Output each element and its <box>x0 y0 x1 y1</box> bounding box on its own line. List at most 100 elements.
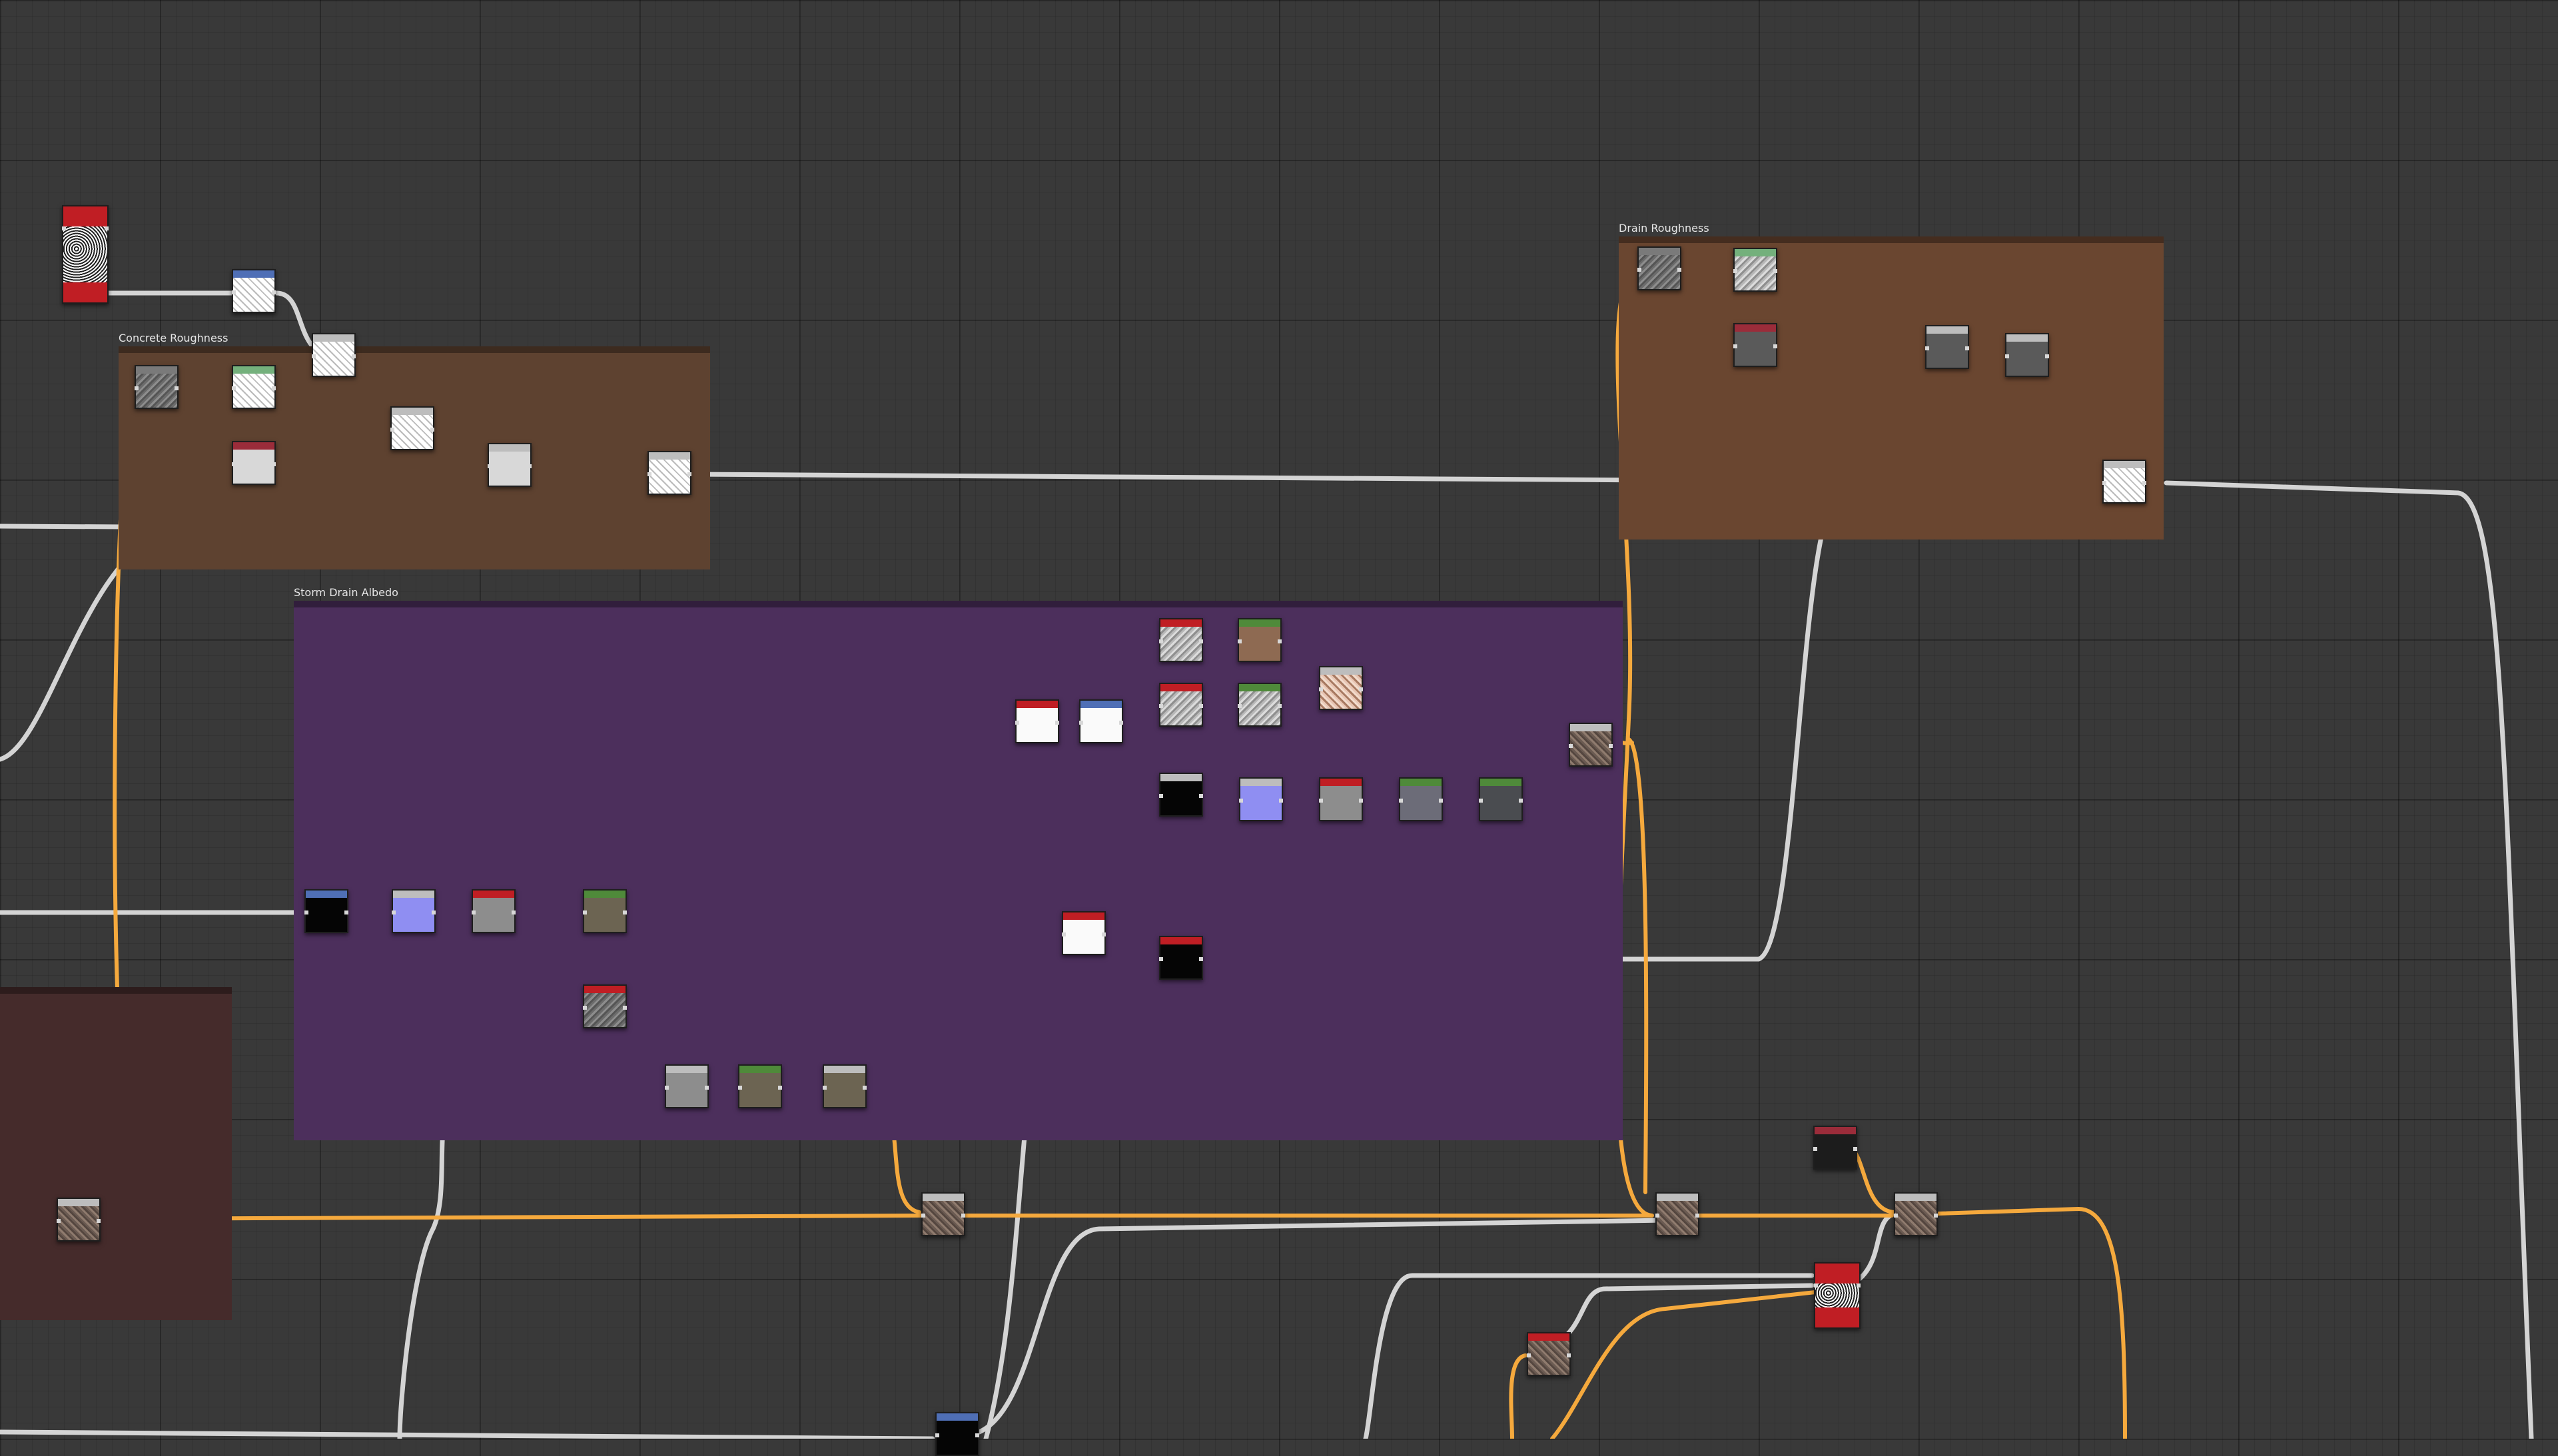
input-port[interactable] <box>62 226 66 230</box>
output-port[interactable] <box>1695 1214 1699 1218</box>
frame-concrete-roughness[interactable]: Concrete Roughness <box>119 332 710 569</box>
input-port[interactable] <box>1733 344 1737 348</box>
blend-node[interactable] <box>1655 1192 1699 1236</box>
output-port[interactable] <box>687 472 691 476</box>
output-port[interactable] <box>1677 268 1681 272</box>
blend-node[interactable] <box>57 1198 101 1242</box>
wire[interactable] <box>1853 1211 1898 1285</box>
input-port[interactable] <box>1637 268 1641 272</box>
input-port[interactable] <box>312 354 316 358</box>
input-port[interactable] <box>921 1214 925 1218</box>
blend-node[interactable] <box>2102 460 2146 504</box>
input-port[interactable] <box>1569 744 1573 748</box>
output-port[interactable] <box>175 386 179 390</box>
uniform-node[interactable] <box>1733 323 1777 367</box>
input-port[interactable] <box>665 1086 669 1090</box>
blend-node[interactable] <box>312 333 356 377</box>
input-port[interactable] <box>1399 799 1403 803</box>
wire[interactable] <box>1543 1283 1815 1348</box>
input-port[interactable] <box>1527 1353 1531 1357</box>
output-port[interactable] <box>97 1219 101 1223</box>
input-port[interactable] <box>1319 687 1323 691</box>
input-port[interactable] <box>1894 1214 1898 1218</box>
noise-node[interactable] <box>62 205 109 304</box>
output-port[interactable] <box>623 910 627 914</box>
output-port[interactable] <box>623 1006 627 1010</box>
input-port[interactable] <box>232 386 236 390</box>
output-port[interactable] <box>1199 794 1203 798</box>
normal-node[interactable] <box>1239 777 1283 821</box>
input-port[interactable] <box>1813 1147 1817 1151</box>
output-port[interactable] <box>2045 354 2049 358</box>
grayscale-node[interactable] <box>1319 777 1363 821</box>
grayscale-node[interactable] <box>232 365 276 409</box>
output-port[interactable] <box>344 910 348 914</box>
uniform-node[interactable] <box>1079 699 1123 743</box>
input-port[interactable] <box>232 462 236 466</box>
blend-node[interactable] <box>1894 1192 1938 1236</box>
noise-node[interactable] <box>1814 1262 1861 1329</box>
output-port[interactable] <box>1857 1283 1861 1287</box>
output-port[interactable] <box>1439 799 1443 803</box>
output-port[interactable] <box>272 386 276 390</box>
frame-title[interactable]: Concrete Roughness <box>119 332 228 344</box>
blend-node[interactable] <box>390 406 434 450</box>
input-port[interactable] <box>935 1433 939 1437</box>
output-port[interactable] <box>705 1086 709 1090</box>
input-port[interactable] <box>135 386 139 390</box>
wire[interactable] <box>1850 1147 1897 1214</box>
input-port[interactable] <box>1159 704 1163 708</box>
color-node[interactable] <box>1238 683 1282 727</box>
output-port[interactable] <box>430 428 434 432</box>
output-port[interactable] <box>1055 721 1059 725</box>
frame-title[interactable]: Drain Roughness <box>1619 222 1709 234</box>
output-port[interactable] <box>1359 799 1363 803</box>
input-port[interactable] <box>232 290 236 294</box>
output-port[interactable] <box>1102 932 1106 936</box>
grayscale-node[interactable] <box>583 984 627 1028</box>
input-port[interactable] <box>488 464 492 468</box>
output-port[interactable] <box>961 1214 965 1218</box>
input-port[interactable] <box>1079 721 1083 725</box>
blend-node[interactable] <box>2005 333 2049 377</box>
frame-unnamed[interactable] <box>0 987 232 1320</box>
output-port[interactable] <box>1278 704 1282 708</box>
output-port[interactable] <box>512 910 516 914</box>
blend-node[interactable] <box>921 1192 965 1236</box>
input-port[interactable] <box>647 472 651 476</box>
wire[interactable] <box>1627 737 1649 1194</box>
output-port[interactable] <box>528 464 532 468</box>
input-port[interactable] <box>1238 704 1242 708</box>
wire[interactable] <box>0 1429 935 1439</box>
color-node[interactable] <box>1238 618 1282 662</box>
input-port[interactable] <box>1479 799 1483 803</box>
blend-node[interactable] <box>1925 325 1969 369</box>
input-port[interactable] <box>57 1219 61 1223</box>
input-port[interactable] <box>1159 639 1163 643</box>
blend-node[interactable] <box>647 451 691 495</box>
output-port[interactable] <box>2142 481 2146 485</box>
output-port[interactable] <box>352 354 356 358</box>
input-node[interactable] <box>935 1412 979 1456</box>
output-port[interactable] <box>1965 346 1969 350</box>
input-port[interactable] <box>1319 799 1323 803</box>
output-port[interactable] <box>1609 744 1613 748</box>
input-port[interactable] <box>1238 639 1242 643</box>
output-port[interactable] <box>1278 639 1282 643</box>
output-port[interactable] <box>1773 269 1777 273</box>
frame-title[interactable]: Storm Drain Albedo <box>294 586 398 599</box>
wire[interactable] <box>1363 1273 1815 1439</box>
uniform-node[interactable] <box>1015 699 1059 743</box>
output-port[interactable] <box>272 290 276 294</box>
input-port[interactable] <box>1733 269 1737 273</box>
input-port[interactable] <box>823 1086 827 1090</box>
input-port[interactable] <box>392 910 396 914</box>
output-port[interactable] <box>778 1086 782 1090</box>
wire[interactable] <box>1509 1353 1527 1439</box>
grayscale-node[interactable] <box>1159 683 1203 727</box>
grayscale-node[interactable] <box>1159 618 1203 662</box>
output-port[interactable] <box>975 1433 979 1437</box>
input-port[interactable] <box>472 910 476 914</box>
blend-node[interactable] <box>1569 723 1613 767</box>
uniform-node[interactable] <box>1159 936 1203 980</box>
